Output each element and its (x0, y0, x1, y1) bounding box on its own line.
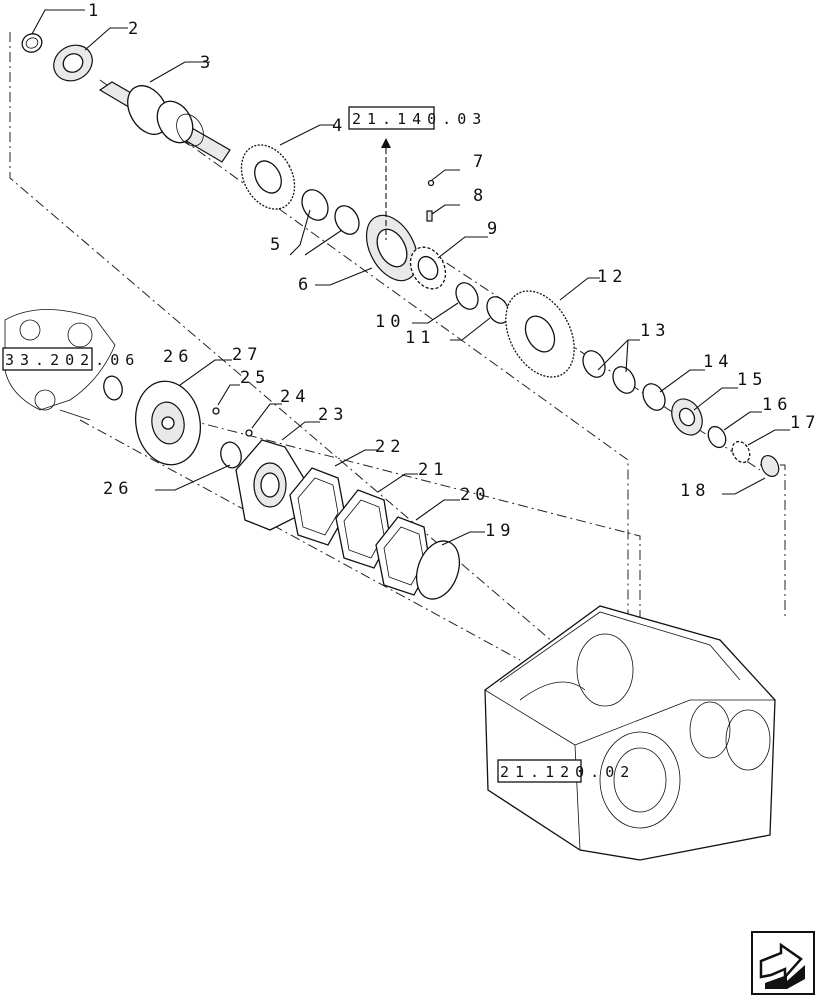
callout-25: 25 (240, 368, 270, 388)
part-17-lock-washer[interactable] (729, 439, 753, 466)
gearbox-housing[interactable] (484, 605, 776, 861)
part-27-flange[interactable] (129, 376, 207, 470)
part-16-ring[interactable] (705, 424, 729, 451)
callout-numbers: 1 2 3 4 5 6 7 8 9 10 11 12 13 14 15 16 1… (88, 1, 820, 541)
part-9-hub[interactable] (404, 241, 453, 295)
left-assembly-fragment (4, 309, 116, 421)
reference-text-left: 33.202.06 (5, 351, 140, 369)
callout-20: 20 (460, 485, 490, 505)
callout-9: 9 (487, 219, 502, 239)
callout-19: 19 (485, 521, 515, 541)
callout-21: 21 (418, 460, 448, 480)
part-24-pin[interactable] (245, 429, 253, 437)
part-26-ring-lower[interactable] (218, 440, 244, 470)
callout-24: 24 (280, 387, 310, 407)
callout-17: 17 (790, 413, 820, 433)
callout-2: 2 (128, 19, 143, 39)
part-7-ball[interactable] (427, 179, 435, 187)
callout-22: 22 (375, 437, 405, 457)
callout-5: 5 (270, 235, 285, 255)
next-page-arrow-icon[interactable] (751, 931, 815, 995)
part-18-nut[interactable] (758, 453, 782, 480)
part-22-gasket[interactable] (289, 467, 346, 546)
part-13-rings[interactable] (579, 347, 640, 397)
callout-11: 11 (405, 328, 435, 348)
callout-12: 12 (597, 267, 627, 287)
part-2-bearing[interactable] (47, 38, 99, 87)
callout-16: 16 (762, 395, 792, 415)
part-6-synchronizer[interactable] (356, 207, 428, 289)
reference-arrowhead (381, 138, 391, 148)
callout-3: 3 (200, 53, 215, 73)
reference-text-top: 21.140.03 (352, 110, 487, 128)
part-1-snap-ring[interactable] (19, 31, 45, 56)
reference-text-housing: 21.120.02 (500, 763, 635, 781)
callout-14: 14 (703, 352, 733, 372)
callout-13: 13 (640, 321, 670, 341)
callout-7: 7 (473, 152, 488, 172)
part-5-rings[interactable] (297, 185, 364, 238)
callout-23: 23 (318, 405, 348, 425)
part-26-ring-upper[interactable] (101, 374, 125, 402)
part-3-shaft[interactable] (98, 78, 231, 163)
reference-box-left[interactable]: 33.202.06 (2, 347, 140, 371)
part-12-gear[interactable] (492, 279, 588, 388)
part-11-ring[interactable] (483, 293, 514, 327)
callout-leaders (31, 9, 790, 546)
part-10-ring[interactable] (452, 279, 483, 313)
reference-box-housing[interactable]: 21.120.02 (497, 759, 635, 783)
next-page-arrow-graphic (751, 931, 815, 995)
callout-27: 27 (232, 345, 262, 365)
part-14-washer[interactable] (639, 380, 670, 414)
callout-26a: 26 (163, 347, 193, 367)
part-8-spring[interactable] (426, 210, 433, 222)
reference-box-top[interactable]: 21.140.03 (348, 106, 487, 130)
callout-18: 18 (680, 481, 710, 501)
callout-6: 6 (298, 275, 313, 295)
part-23-cover[interactable] (235, 439, 306, 531)
part-15-bearing[interactable] (666, 394, 709, 441)
callout-8: 8 (473, 186, 488, 206)
part-25-pin[interactable] (212, 407, 220, 415)
part-4-gear[interactable] (231, 136, 305, 219)
callout-1: 1 (88, 1, 103, 21)
callout-4: 4 (332, 116, 347, 136)
callout-10: 10 (375, 312, 405, 332)
callout-26b: 26 (103, 479, 133, 499)
callout-15: 15 (737, 370, 767, 390)
